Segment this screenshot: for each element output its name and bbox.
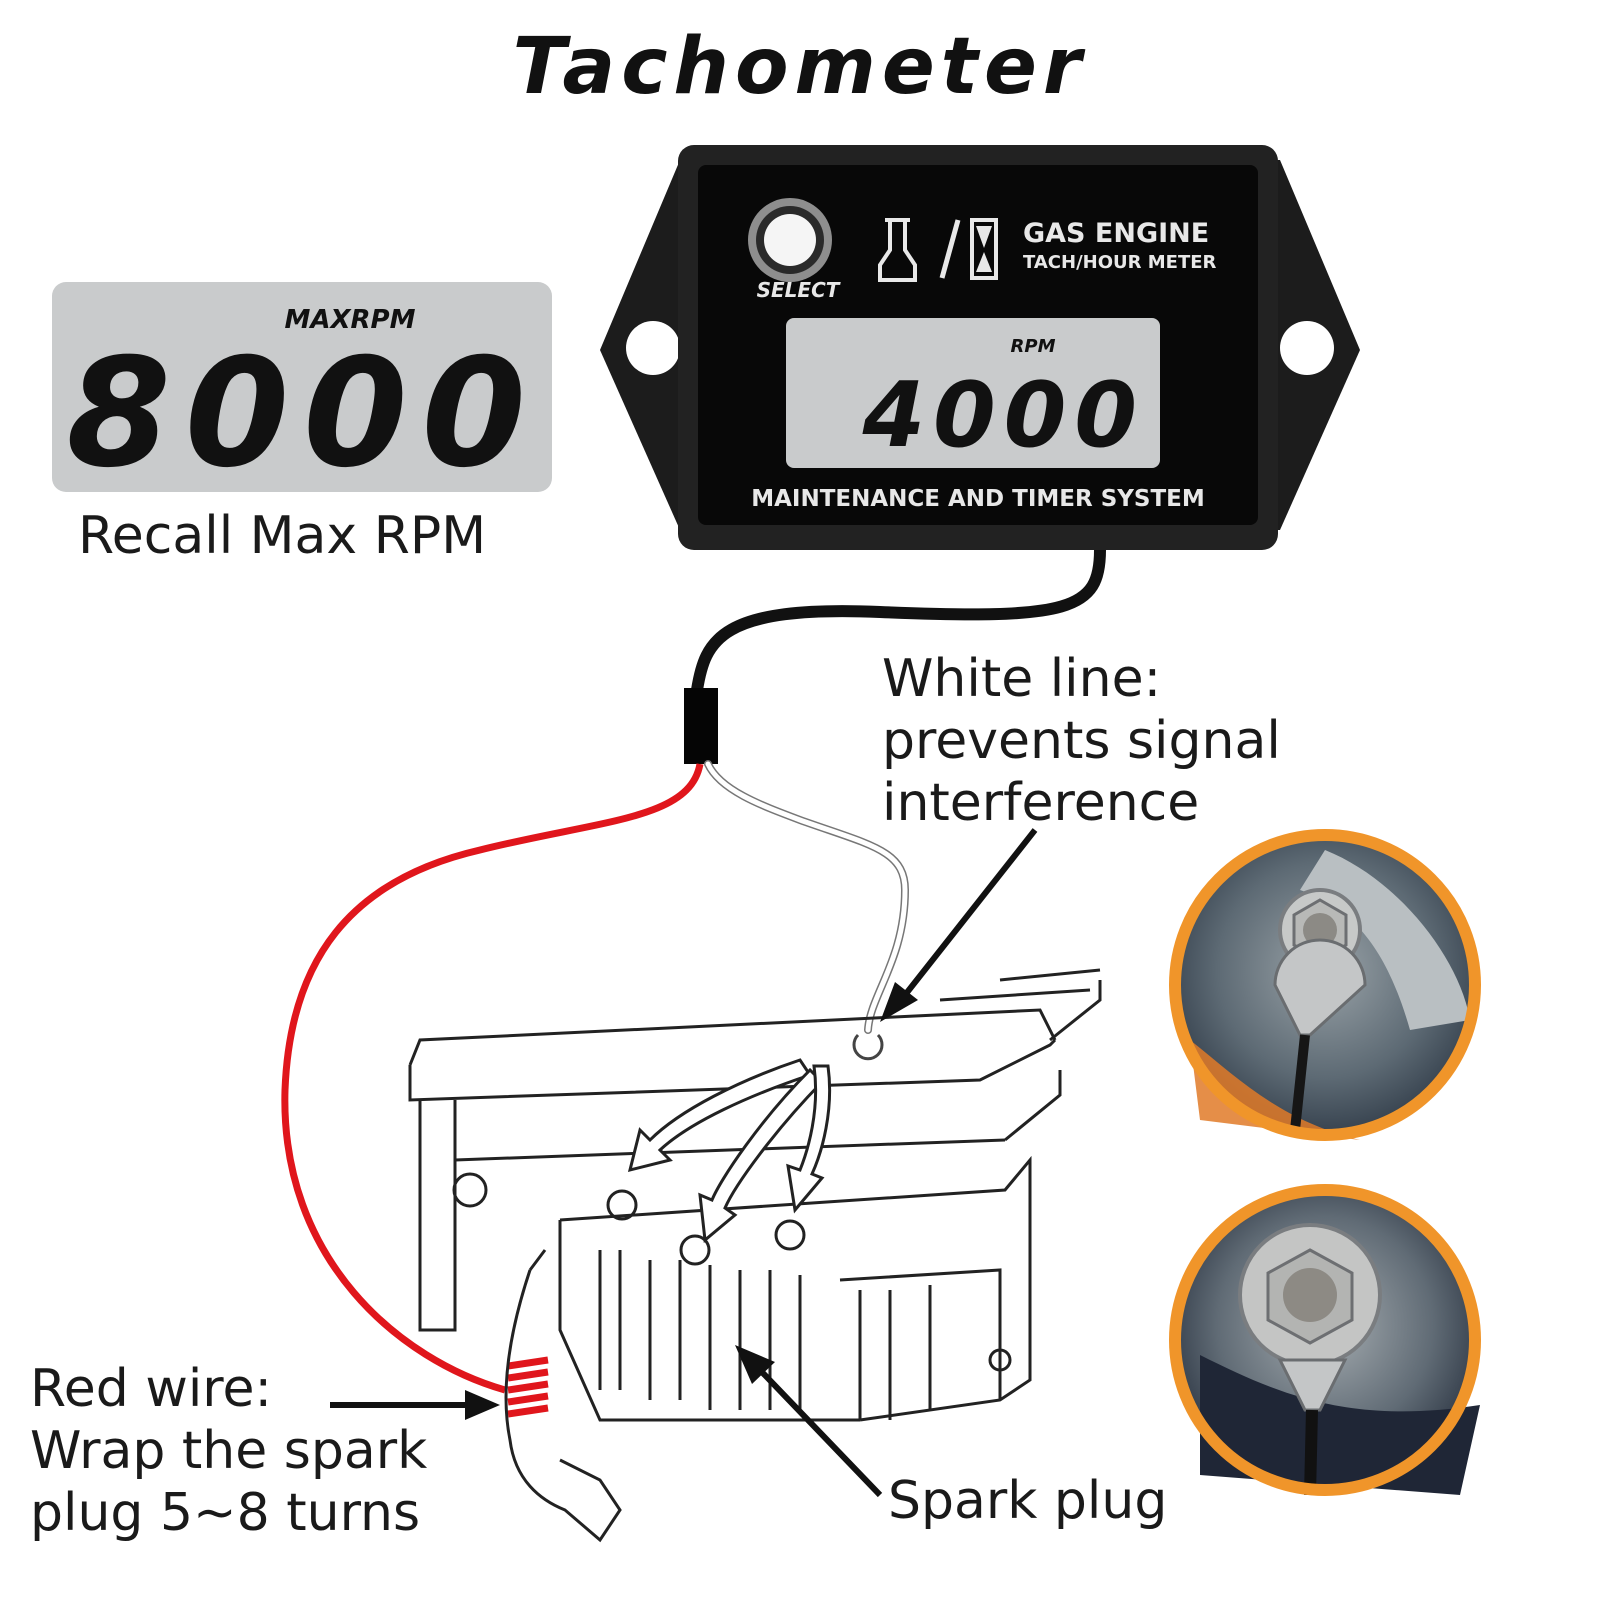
right-mount-hole (1280, 321, 1334, 375)
max-rpm-value: 8000 (67, 327, 540, 500)
white-wire-ring-terminal (852, 1033, 884, 1061)
meter-cable (691, 549, 1106, 691)
max-rpm-display: MAXRPM 8000 (52, 282, 552, 500)
cable-splitter (684, 688, 718, 764)
red-wire (281, 763, 704, 1394)
ring-terminal-icon (1238, 1223, 1382, 1496)
red-wrap-coils (507, 1356, 549, 1418)
max-rpm-label: MAXRPM (285, 305, 416, 335)
divider-slash (939, 219, 961, 279)
select-button-icon[interactable] (748, 198, 832, 282)
meter-footer: MAINTENANCE AND TIMER SYSTEM (751, 486, 1205, 512)
red-wire-arrow (330, 1390, 500, 1420)
lcd-value: 4000 (862, 363, 1146, 468)
red-wire-caption: Red wire: Wrap the spark plug 5~8 turns (30, 1359, 428, 1543)
spark-plug-caption: Spark plug (888, 1471, 1168, 1531)
brand-line-1: GAS ENGINE (1023, 218, 1209, 249)
lcd-label: RPM (1011, 336, 1056, 357)
tach-meter: SELECT GAS ENGINE TACH/HOUR METER RPM 40… (600, 145, 1360, 550)
brand-line-2: TACH/HOUR METER (1023, 252, 1217, 273)
photo-inset-ring-terminal-2 (1169, 1184, 1481, 1496)
direction-arrows (627, 1058, 832, 1243)
white-line-arrow (880, 828, 1038, 1022)
engine-drawing (408, 968, 1102, 1543)
hourglass-icon (970, 218, 998, 280)
photo-inset-ring-terminal-1 (1169, 829, 1481, 1141)
white-line-caption: White line: prevents signal interference (882, 649, 1281, 833)
page-title: Tachometer (512, 22, 1088, 112)
max-rpm-caption: Recall Max RPM (78, 506, 487, 566)
left-mount-hole (626, 321, 680, 375)
lcd-screen (786, 318, 1160, 468)
spark-plug-arrow (735, 1345, 883, 1498)
engine-icon (878, 218, 917, 282)
select-label: SELECT (757, 278, 841, 302)
white-wire (705, 761, 908, 1033)
ring-terminal-icon (1273, 888, 1367, 1131)
